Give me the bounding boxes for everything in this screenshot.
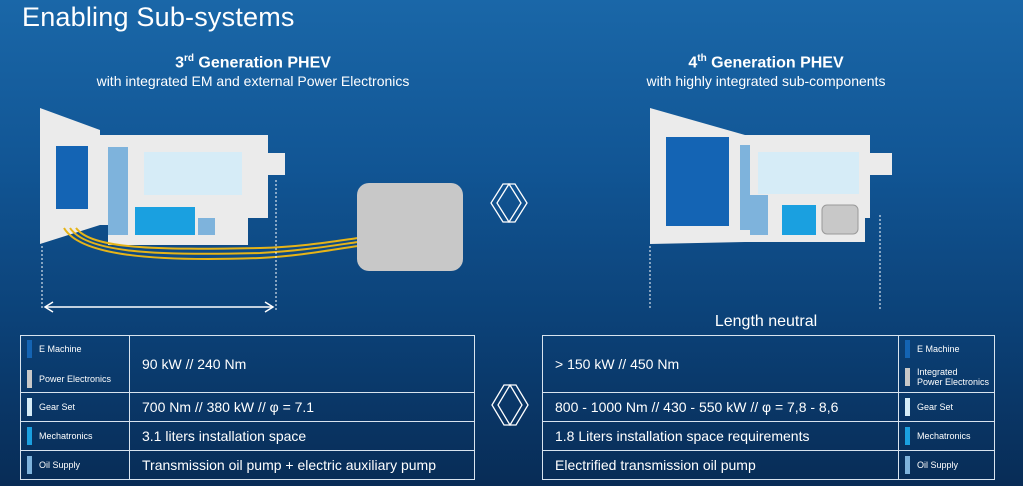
gen4-oil-supply-b (750, 195, 768, 235)
e-machine-swatch (27, 340, 32, 358)
gen4-e-machine (666, 137, 729, 226)
legend-cell: Gear Set (20, 392, 130, 422)
gear-set-swatch (905, 398, 910, 416)
gen4-transmission (650, 108, 892, 244)
length-neutral-label: Length neutral (714, 313, 818, 330)
power-cable (63, 227, 359, 261)
gen3-power-value: 90 kW // 240 Nm (129, 335, 475, 393)
oil-supply-swatch (905, 456, 910, 474)
mechatronics-swatch (27, 427, 32, 445)
table-row: 800 - 1000 Nm // 430 - 550 kW // φ = 7,8… (542, 392, 995, 422)
gen4-oil-value: Electrified transmission oil pump (542, 450, 899, 480)
transition-arrow-icon (490, 183, 528, 223)
transition-arrow-icon-2 (491, 384, 529, 426)
gen3-header: 3rd Generation PHEV with integrated EM a… (33, 53, 473, 89)
legend-cell: Oil Supply (898, 450, 995, 480)
legend-e-machine: E Machine (21, 338, 129, 360)
gen3-gear-set (144, 152, 242, 195)
gen4-mechatronics (782, 205, 816, 235)
gen3-small-block (198, 218, 215, 235)
table-row: Gear Set 700 Nm // 380 kW // φ = 7.1 (20, 392, 475, 422)
gen4-heading: 4th Generation PHEV (688, 53, 844, 72)
legend-cell: Gear Set (898, 392, 995, 422)
external-power-electronics (357, 183, 463, 271)
gen3-gear-value: 700 Nm // 380 kW // φ = 7.1 (129, 392, 475, 422)
gen4-header: 4th Generation PHEV with highly integrat… (546, 53, 986, 89)
gen3-transmission (40, 108, 285, 245)
gen3-mechatronics-value: 3.1 liters installation space (129, 421, 475, 451)
gen3-e-machine (56, 146, 88, 209)
legend-cell: Mechatronics (898, 421, 995, 451)
gear-set-swatch (27, 398, 32, 416)
gen4-subtitle: with highly integrated sub-components (646, 73, 886, 90)
gen4-gear-set (758, 152, 859, 194)
legend-cell: E Machine Power Electronics (20, 335, 130, 393)
gen3-length-dimension (41, 180, 277, 313)
gen3-oil-supply (108, 147, 128, 235)
power-electronics-swatch (27, 370, 32, 388)
legend-e-machine: E Machine (899, 338, 994, 360)
legend-cell: Oil Supply (20, 450, 130, 480)
gen4-length-dimension (649, 215, 881, 310)
power-electronics-swatch (905, 368, 910, 386)
gen4-oil-supply-a (740, 145, 750, 230)
oil-supply-swatch (27, 456, 32, 474)
legend-power-electronics: Power Electronics (21, 368, 129, 390)
gen4-integrated-power-electronics (821, 204, 859, 235)
table-row: Electrified transmission oil pump Oil Su… (542, 450, 995, 480)
gen3-subtitle: with integrated EM and external Power El… (96, 73, 410, 90)
table-row: 1.8 Liters installation space requiremen… (542, 421, 995, 451)
gen4-gear-value: 800 - 1000 Nm // 430 - 550 kW // φ = 7,8… (542, 392, 899, 422)
mechatronics-swatch (905, 427, 910, 445)
page-title: Enabling Sub-systems (22, 2, 295, 32)
legend-cell: Mechatronics (20, 421, 130, 451)
table-row: E Machine Power Electronics 90 kW // 240… (20, 335, 475, 393)
gen3-mechatronics (135, 207, 195, 235)
table-row: Oil Supply Transmission oil pump + elect… (20, 450, 475, 480)
gen3-heading: 3rd Generation PHEV (175, 53, 331, 72)
gen3-spec-table: E Machine Power Electronics 90 kW // 240… (20, 335, 475, 480)
table-row: Mechatronics 3.1 liters installation spa… (20, 421, 475, 451)
gen3-oil-value: Transmission oil pump + electric auxilia… (129, 450, 475, 480)
gen4-power-value: > 150 kW // 450 Nm (542, 335, 899, 393)
e-machine-swatch (905, 340, 910, 358)
gen4-mechatronics-value: 1.8 Liters installation space requiremen… (542, 421, 899, 451)
